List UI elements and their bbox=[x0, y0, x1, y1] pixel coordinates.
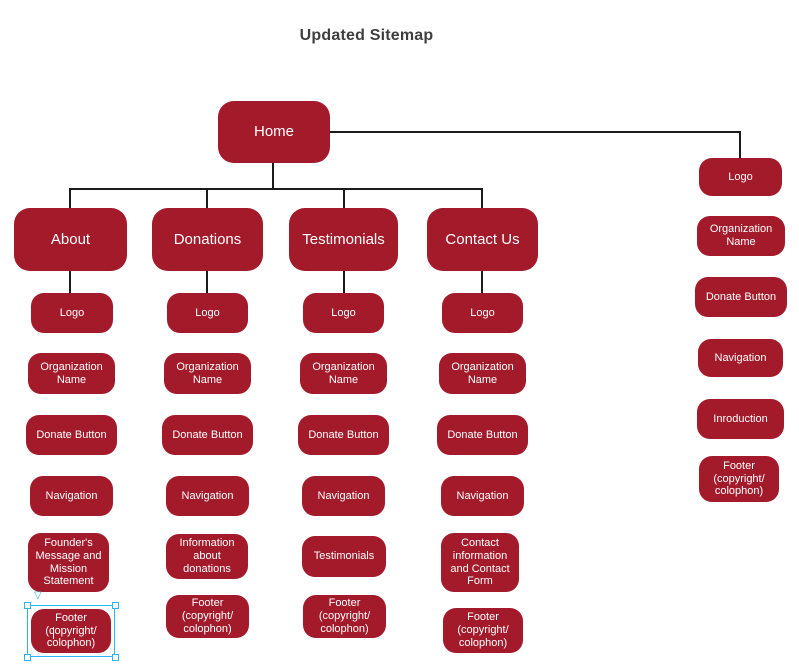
node-home-org-name[interactable]: Organization Name bbox=[697, 216, 785, 256]
node-label: Donate Button bbox=[36, 428, 107, 441]
node-home-navigation[interactable]: Navigation bbox=[698, 339, 783, 377]
node-home-footer[interactable]: Footer (copyright/ colophon) bbox=[699, 456, 779, 502]
node-donations-navigation[interactable]: Navigation bbox=[166, 476, 249, 516]
node-contact-donate-button[interactable]: Donate Button bbox=[437, 415, 528, 455]
node-contact-navigation[interactable]: Navigation bbox=[441, 476, 524, 516]
connector-about-logo-stub bbox=[69, 271, 71, 294]
node-label: Navigation bbox=[317, 489, 370, 502]
diagram-title: Updated Sitemap bbox=[299, 27, 434, 44]
node-label: Donate Button bbox=[447, 428, 518, 441]
node-label: Donations bbox=[173, 230, 242, 248]
node-about-logo[interactable]: Logo bbox=[31, 293, 113, 333]
connector-children-horizontal bbox=[69, 188, 483, 190]
connector-stub-donations bbox=[206, 188, 208, 209]
node-label: Footer (copyright/ colophon) bbox=[45, 611, 97, 650]
node-label: Footer (copyright/ colophon) bbox=[457, 611, 509, 649]
node-testimonials-org-name[interactable]: Organization Name bbox=[300, 353, 387, 394]
node-testimonials-donate-button[interactable]: Donate Button bbox=[298, 415, 389, 455]
node-contact-us[interactable]: Contact Us bbox=[427, 208, 538, 271]
selection-arrow-icon[interactable]: ▽ bbox=[34, 590, 42, 601]
connector-contact-logo-stub bbox=[481, 271, 483, 294]
connector-home-down bbox=[272, 163, 274, 189]
node-testimonials[interactable]: Testimonials bbox=[289, 208, 398, 271]
selection-handle-nw[interactable] bbox=[24, 602, 31, 609]
node-label: Testimonials bbox=[313, 550, 375, 563]
node-label: Organization Name bbox=[709, 223, 773, 248]
node-label: Logo bbox=[59, 306, 85, 319]
node-donations-footer[interactable]: Footer (copyright/ colophon) bbox=[166, 595, 249, 638]
node-about[interactable]: About bbox=[14, 208, 127, 271]
node-label: Logo bbox=[728, 170, 753, 183]
node-label: Logo bbox=[331, 306, 356, 319]
selection-rect bbox=[27, 605, 115, 657]
selection-handle-sw[interactable] bbox=[24, 654, 31, 661]
node-label: Founder's Message and Mission Statement bbox=[35, 536, 102, 588]
node-label: Donate Button bbox=[308, 428, 379, 441]
selection-handle-se[interactable] bbox=[112, 654, 119, 661]
node-testimonials-footer[interactable]: Footer (copyright/ colophon) bbox=[303, 595, 386, 638]
node-label: Navigation bbox=[456, 489, 509, 502]
node-label: Navigation bbox=[181, 489, 234, 502]
node-label: Logo bbox=[195, 306, 220, 319]
connector-stub-about bbox=[69, 188, 71, 209]
node-testimonials-logo[interactable]: Logo bbox=[303, 293, 384, 333]
node-about-org-name[interactable]: Organization Name bbox=[28, 353, 115, 394]
node-contact-footer[interactable]: Footer (copyright/ colophon) bbox=[443, 608, 523, 653]
node-label: Testimonials bbox=[302, 230, 385, 248]
node-label: Organization Name bbox=[451, 360, 514, 386]
node-label: Donate Button bbox=[705, 290, 777, 303]
connector-home-right-horizontal bbox=[330, 131, 741, 133]
selection-handle-ne[interactable] bbox=[112, 602, 119, 609]
node-testimonials-testimonials[interactable]: Testimonials bbox=[302, 536, 386, 577]
node-donations-info[interactable]: Information about donations bbox=[166, 534, 248, 579]
node-label: Organization Name bbox=[176, 360, 239, 386]
connector-donations-logo-stub bbox=[206, 271, 208, 294]
node-label: Organization Name bbox=[312, 360, 375, 386]
node-about-donate-button[interactable]: Donate Button bbox=[26, 415, 117, 455]
node-testimonials-navigation[interactable]: Navigation bbox=[302, 476, 385, 516]
node-about-footer[interactable]: Footer (copyright/ colophon) bbox=[31, 609, 111, 653]
node-donations[interactable]: Donations bbox=[152, 208, 263, 271]
node-label: About bbox=[50, 230, 91, 248]
node-home-donate-button[interactable]: Donate Button bbox=[695, 277, 787, 317]
node-home[interactable]: Home bbox=[218, 101, 330, 163]
node-label: Footer (copyright/ colophon) bbox=[181, 597, 234, 635]
node-label: Navigation bbox=[45, 489, 98, 502]
text-cursor bbox=[53, 627, 54, 639]
node-about-navigation[interactable]: Navigation bbox=[30, 476, 113, 516]
connector-testimonials-logo-stub bbox=[343, 271, 345, 294]
node-label: Footer (copyright/ colophon) bbox=[713, 459, 765, 498]
node-label: Contact Us bbox=[445, 230, 520, 248]
node-label: Footer (copyright/ colophon) bbox=[318, 597, 371, 635]
node-donations-org-name[interactable]: Organization Name bbox=[164, 353, 251, 394]
node-label: Contact information and Contact Form bbox=[450, 536, 510, 588]
node-contact-logo[interactable]: Logo bbox=[442, 293, 523, 333]
node-label: Logo bbox=[470, 306, 495, 319]
node-label: Home bbox=[253, 123, 294, 141]
connector-stub-testimonials bbox=[343, 188, 345, 209]
node-label: Information about donations bbox=[179, 537, 235, 575]
node-home-introduction[interactable]: Inroduction bbox=[697, 399, 784, 439]
connector-stub-contact-us bbox=[481, 188, 483, 209]
node-donations-donate-button[interactable]: Donate Button bbox=[162, 415, 253, 455]
node-donations-logo[interactable]: Logo bbox=[167, 293, 248, 333]
node-contact-info[interactable]: Contact information and Contact Form bbox=[441, 533, 519, 592]
node-label: Donate Button bbox=[172, 428, 243, 441]
node-label: Navigation bbox=[714, 351, 767, 364]
node-label: Inroduction bbox=[713, 412, 768, 425]
node-label: Organization Name bbox=[40, 360, 103, 386]
node-about-founders-message[interactable]: Founder's Message and Mission Statement bbox=[28, 533, 109, 592]
node-home-logo[interactable]: Logo bbox=[699, 158, 782, 196]
node-contact-org-name[interactable]: Organization Name bbox=[439, 353, 526, 394]
connector-home-right-down bbox=[739, 131, 741, 159]
